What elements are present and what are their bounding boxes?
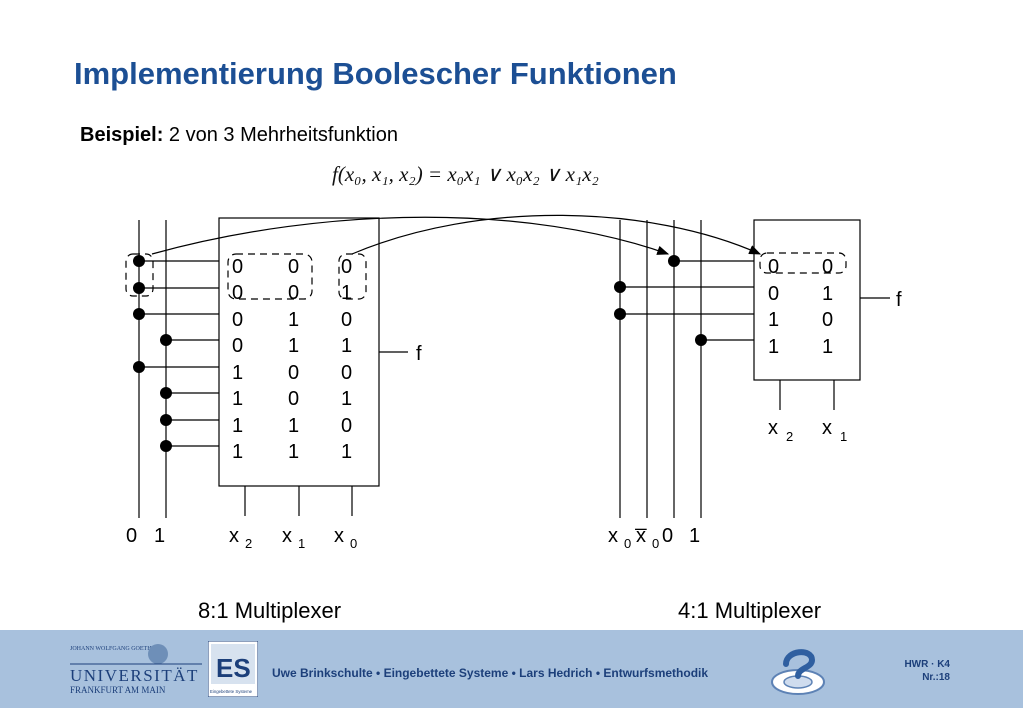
mux8-cell: 1 <box>288 441 299 463</box>
mux8-cell: 1 <box>288 415 299 437</box>
mux8-caption: 8:1 Multiplexer <box>198 598 342 623</box>
mux8-cell: 1 <box>341 282 352 304</box>
es-logo: ES Eingebettete Systeme <box>208 641 258 697</box>
mux8-cell: 0 <box>341 256 352 278</box>
mux4-cell: 0 <box>822 256 833 278</box>
mux8-cell: 1 <box>232 415 243 437</box>
mux4-select-x1-sub: 1 <box>840 429 847 444</box>
mux4-cell: 1 <box>822 283 833 305</box>
mux4-dashed-group <box>759 252 847 274</box>
mux8-output-label: f <box>416 343 422 365</box>
es-logo-sub: Eingebettete Systeme <box>210 689 253 694</box>
mux8-cell: 1 <box>341 441 352 463</box>
mux8-cell: 0 <box>288 256 299 278</box>
mux8-cell: 1 <box>232 441 243 463</box>
course-id: HWR · K4 <box>904 659 950 670</box>
page-title: Implementierung Boolescher Funktionen <box>74 56 677 91</box>
mux4-cell: 0 <box>822 309 833 331</box>
mux4-cell: 1 <box>822 336 833 358</box>
mux4-select-x2: x <box>768 417 778 439</box>
mux8-cell: 1 <box>288 335 299 357</box>
mux4-cell: 1 <box>768 336 779 358</box>
es-logo-text: ES <box>216 653 251 683</box>
footer-authors: Uwe Brinkschulte • Eingebettete Systeme … <box>272 666 709 680</box>
university-line1: JOHANN WOLFGANG GOETHE <box>70 646 156 652</box>
mux4-cell: 0 <box>768 283 779 305</box>
mux8-cell: 1 <box>341 335 352 357</box>
mux8-lines <box>138 217 408 518</box>
mux8-select-x1: x <box>282 525 292 547</box>
mux8-cell: 0 <box>232 256 243 278</box>
mux8-cell: 0 <box>341 309 352 331</box>
mux4-caption: 4:1 Multiplexer <box>678 598 822 623</box>
example-text: 2 von 3 Mehrheitsfunktion <box>163 124 398 146</box>
formula-text: f(x₀, x₁, x₂) = x₀x₁ ∨ x₀x₂ ∨ x₁x₂ <box>332 162 599 186</box>
mux8-cell: 0 <box>341 362 352 384</box>
mux8-truth-table: 0 0 0 0 0 1 0 1 0 0 1 1 1 0 0 1 0 1 1 1 0 1 1 1 <box>232 256 352 463</box>
mux8-cell: 0 <box>341 415 352 437</box>
mux4-input-1: 1 <box>689 525 700 547</box>
mux4-select-x2-sub: 2 <box>786 429 793 444</box>
mux4-lines <box>619 219 890 518</box>
example-label: Beispiel: <box>80 124 164 146</box>
goethe-portrait-icon <box>148 644 168 664</box>
mux8-cell: 1 <box>232 388 243 410</box>
mux4-input-x0-bar-sub: 0 <box>652 536 659 551</box>
mux8-select-x2: x <box>229 525 239 547</box>
mux8-cell: 1 <box>232 362 243 384</box>
mux8-cell: 0 <box>288 282 299 304</box>
mux4-cell: 0 <box>768 256 779 278</box>
footer-reference: HWR · K4 Nr.:18 <box>894 658 950 684</box>
mux4-select-x1: x <box>822 417 832 439</box>
mux4-input-x0-bar: x̅ <box>635 525 647 547</box>
mux4-cell: 1 <box>768 309 779 331</box>
mux4-input-0: 0 <box>662 525 673 547</box>
mux8-select-x2-sub: 2 <box>245 536 252 551</box>
university-line3: FRANKFURT AM MAIN <box>70 685 166 695</box>
mux4-input-x0-sub: 0 <box>624 536 631 551</box>
mux8-cell: 0 <box>232 282 243 304</box>
mux4-box <box>753 219 861 381</box>
mux8-dots <box>133 255 172 452</box>
mux8-cell: 0 <box>232 309 243 331</box>
university-logo: JOHANN WOLFGANG GOETHE UNIVERSITÄT FRANK… <box>70 644 202 695</box>
mux8-const-1: 1 <box>154 525 165 547</box>
mux8-cell: 0 <box>288 388 299 410</box>
mux8-select-x1-sub: 1 <box>298 536 305 551</box>
mapping-arrows <box>151 214 762 255</box>
boolean-formula: f(x₀, x₁, x₂) = x₀x₁ ∨ x₀x₂ ∨ x₁x₂ <box>332 162 599 187</box>
slide-number: Nr.:18 <box>922 672 950 683</box>
example-heading: Beispiel: 2 von 3 Mehrheitsfunktion <box>80 124 398 147</box>
mux8-select-x0-sub: 0 <box>350 536 357 551</box>
mux4-truth-table: 0 0 0 1 1 0 1 1 <box>768 256 833 358</box>
mux8-cell: 0 <box>232 335 243 357</box>
hwr-logo-icon <box>771 649 825 695</box>
mux8-const-0: 0 <box>126 525 137 547</box>
mux4-input-x0: x <box>608 525 618 547</box>
mux8-cell: 1 <box>288 309 299 331</box>
mux4-output-label: f <box>896 289 902 311</box>
mux8-select-x0: x <box>334 525 344 547</box>
footer-band: JOHANN WOLFGANG GOETHE UNIVERSITÄT FRANK… <box>0 630 1023 708</box>
mux8-cell: 1 <box>341 388 352 410</box>
mux4-dots <box>614 255 707 346</box>
university-line2: UNIVERSITÄT <box>70 666 199 685</box>
mux8-cell: 0 <box>288 362 299 384</box>
